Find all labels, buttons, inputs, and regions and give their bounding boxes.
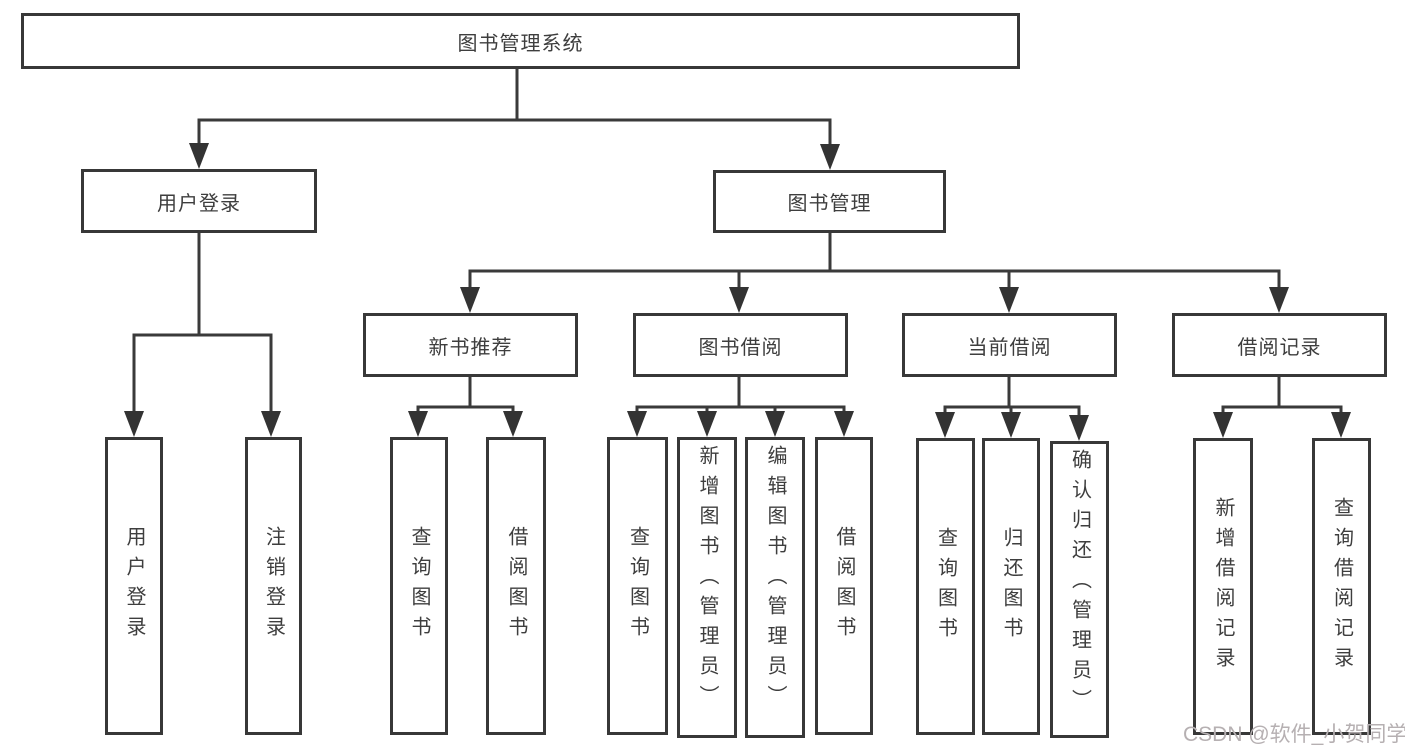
node-label: 借阅记录 [1237, 336, 1322, 359]
node-label: 新增图书（管理员） [696, 445, 718, 715]
leaf-record-query: 查询借阅记录 [1312, 438, 1371, 735]
node-label: 用户登录 [157, 192, 241, 215]
node-label: 注销登录 [262, 526, 285, 646]
node-label: 图书管理系统 [457, 32, 584, 55]
node-label: 当前借阅 [967, 336, 1052, 359]
leaf-record-add: 新增借阅记录 [1193, 438, 1253, 735]
node-label: 查询图书 [408, 526, 430, 646]
node-label: 图书管理 [787, 193, 872, 215]
leaf-borrow-borrow: 借阅图书 [815, 437, 873, 735]
node-label: 借阅图书 [833, 526, 855, 646]
node-label: 借阅图书 [505, 526, 527, 646]
csdn-watermark: CSDN @软件_小贺同学 [1183, 723, 1405, 746]
leaf-newbook-query: 查询图书 [390, 437, 448, 735]
node-borrow-record: 借阅记录 [1172, 313, 1387, 377]
leaf-current-return: 归还图书 [982, 438, 1040, 735]
node-user-login: 用户登录 [81, 169, 317, 233]
leaf-logout: 注销登录 [245, 437, 302, 735]
leaf-user-login: 用户登录 [105, 437, 163, 735]
node-label: 新书推荐 [428, 336, 513, 359]
node-label: 用户登录 [123, 526, 145, 646]
leaf-current-confirm-admin: 确认归还（管理员） [1050, 441, 1109, 738]
leaf-borrow-add-admin: 新增图书（管理员） [677, 437, 737, 738]
leaf-current-query: 查询图书 [916, 438, 975, 735]
node-new-book-recommend: 新书推荐 [363, 313, 578, 377]
node-current-borrow: 当前借阅 [902, 313, 1117, 377]
node-book-borrow: 图书借阅 [633, 313, 848, 377]
node-label: 查询图书 [934, 526, 957, 647]
node-label: 确认归还（管理员） [1068, 449, 1091, 719]
leaf-borrow-edit-admin: 编辑图书（管理员） [745, 437, 805, 738]
node-label: 编辑图书（管理员） [764, 445, 786, 715]
node-root: 图书管理系统 [21, 13, 1020, 69]
node-book-management: 图书管理 [713, 170, 946, 233]
node-label: 查询图书 [626, 526, 649, 646]
node-label: 归还图书 [1000, 526, 1022, 647]
leaf-borrow-query: 查询图书 [607, 437, 668, 735]
node-label: 新增借阅记录 [1212, 496, 1234, 677]
leaf-newbook-borrow: 借阅图书 [486, 437, 546, 735]
node-label: 图书借阅 [698, 336, 783, 359]
node-label: 查询借阅记录 [1330, 496, 1353, 677]
